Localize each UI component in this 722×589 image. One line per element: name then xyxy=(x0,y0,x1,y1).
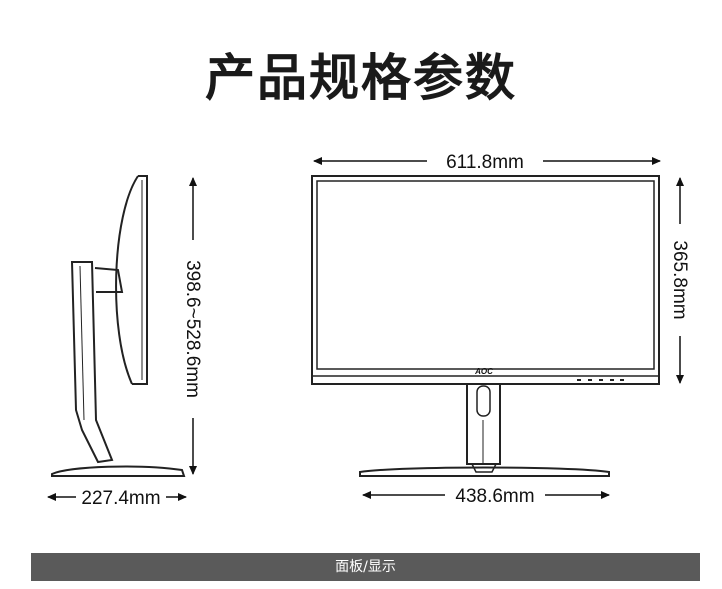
front-screen xyxy=(316,180,655,370)
page-title: 产品规格参数 xyxy=(205,49,517,107)
front-base xyxy=(359,466,610,477)
side-base xyxy=(51,465,186,477)
front-bezel xyxy=(311,175,660,385)
base-width-label: 438.6mm xyxy=(455,486,534,507)
side-panel-back xyxy=(115,175,139,385)
side-panel-front xyxy=(132,175,148,385)
side-depth-label: 227.4mm xyxy=(81,488,160,509)
front-width-label: 611.8mm xyxy=(446,152,524,173)
side-hinge xyxy=(94,267,124,293)
front-stand-neck xyxy=(466,383,501,465)
side-height-label: 398.6~528.6mm xyxy=(182,260,203,398)
front-view xyxy=(311,175,660,477)
aoc-logo: AOC xyxy=(474,367,493,376)
side-stand-neck xyxy=(70,261,114,464)
front-height-label: 365.8mm xyxy=(669,240,690,319)
side-view xyxy=(51,175,186,477)
section-footer-bar: 面板/显示 xyxy=(31,553,700,581)
